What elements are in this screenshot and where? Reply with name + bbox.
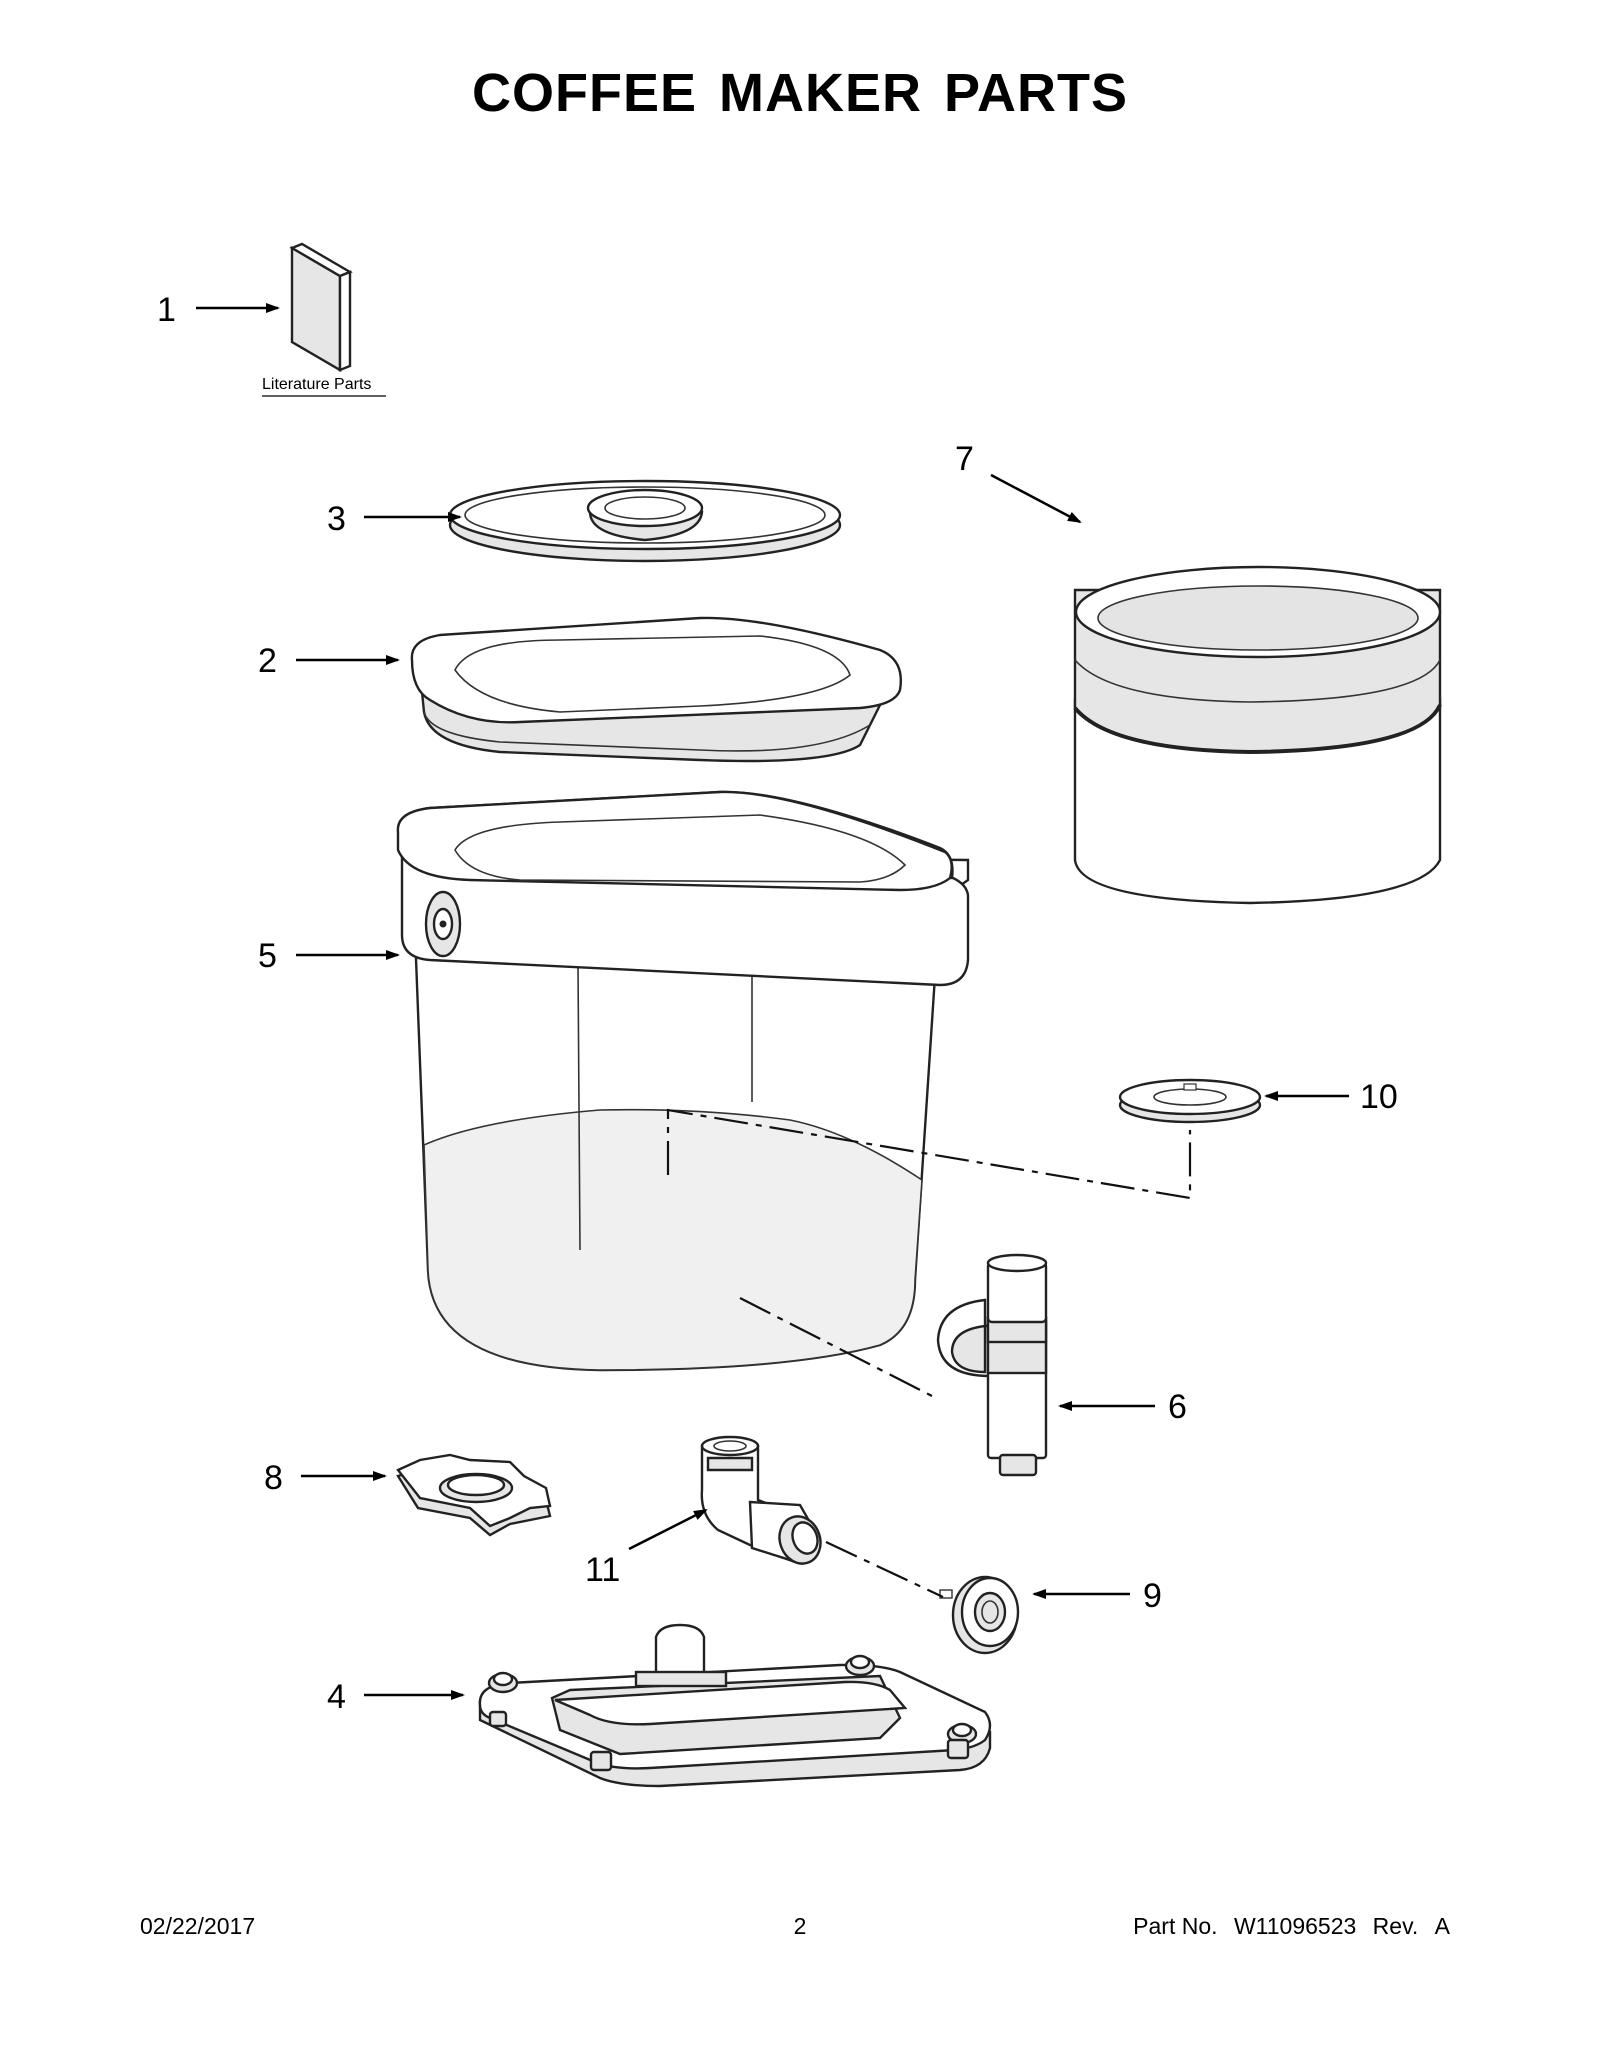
part-6-spigot bbox=[936, 1253, 1048, 1477]
part-5-container bbox=[396, 790, 970, 1372]
callout-3: 3 bbox=[327, 500, 346, 538]
callout-10: 10 bbox=[1360, 1078, 1398, 1116]
page-title: COFFEE MAKER PARTS bbox=[471, 63, 1128, 123]
part-no-value: W11096523 bbox=[1233, 1913, 1357, 1939]
callout-8: 8 bbox=[264, 1459, 283, 1497]
callout-7: 7 bbox=[955, 440, 974, 478]
callout-2: 2 bbox=[258, 642, 277, 680]
rev-value: A bbox=[1434, 1913, 1450, 1939]
part-4-base-plate bbox=[478, 1623, 992, 1788]
callout-1: 1 bbox=[157, 291, 176, 329]
callout-4: 4 bbox=[327, 1678, 346, 1716]
part-no-label: Part No. bbox=[1133, 1913, 1218, 1939]
part-9-gasket-fitting bbox=[939, 1575, 1020, 1655]
part-10-valve-seal bbox=[1118, 1078, 1262, 1124]
callout-11: 11 bbox=[585, 1551, 620, 1589]
part-3-lid bbox=[448, 479, 842, 563]
footer-part-number: Part No. W11096523 Rev. A bbox=[1123, 1913, 1450, 1940]
alignment-lines bbox=[666, 1108, 1192, 1598]
part-7-filter-basket bbox=[1073, 415, 1442, 905]
part-2-filter-frame bbox=[410, 616, 902, 763]
base-feet bbox=[487, 1654, 978, 1772]
rev-label: Rev. bbox=[1372, 1913, 1419, 1939]
callout-numbers: 1 2 3 4 5 6 7 8 9 10 11 bbox=[157, 291, 1398, 1716]
part-8-nut bbox=[396, 1453, 552, 1537]
part-11-elbow-tube bbox=[700, 1435, 822, 1565]
callout-5: 5 bbox=[258, 937, 277, 975]
footer-page-number: 2 bbox=[793, 1913, 807, 1939]
callout-arrows bbox=[196, 303, 1349, 1700]
footer-date: 02/22/2017 bbox=[140, 1913, 256, 1939]
part-1-literature: Literature Parts bbox=[262, 242, 386, 397]
literature-parts-label: Literature Parts bbox=[262, 376, 371, 393]
callout-9: 9 bbox=[1143, 1577, 1162, 1615]
callout-6: 6 bbox=[1168, 1388, 1187, 1426]
